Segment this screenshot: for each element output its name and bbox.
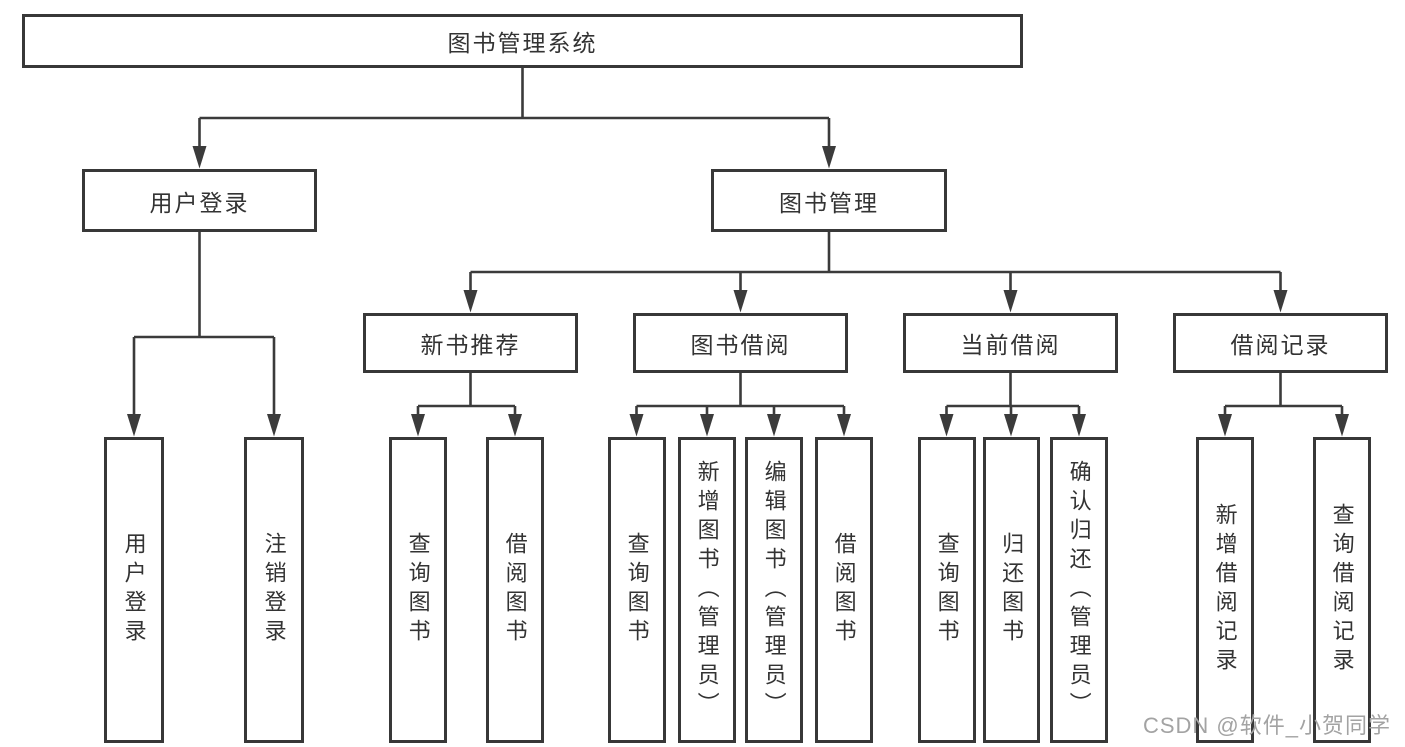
leaf-edit-book-admin: 编辑图书（管理员）	[745, 437, 803, 743]
node-label: 用户登录	[149, 189, 250, 216]
leaf-add-borrow-record: 新增借阅记录	[1196, 437, 1254, 743]
connector-current-borrow-branch	[939, 373, 1086, 437]
leaf-label: 新增图书（管理员）	[694, 459, 720, 721]
node-book-borrow: 图书借阅	[633, 313, 848, 373]
leaf-label: 借阅图书	[502, 532, 528, 648]
leaf-label: 编辑图书（管理员）	[761, 459, 787, 721]
node-label: 当前借阅	[960, 332, 1061, 358]
node-label: 图书借阅	[690, 332, 791, 358]
leaf-label: 确认归还（管理员）	[1066, 459, 1092, 721]
node-label: 借阅记录	[1230, 332, 1331, 358]
node-new-book-recommend: 新书推荐	[363, 313, 578, 373]
leaf-query-book-recommend: 查询图书	[389, 437, 447, 743]
node-current-borrow: 当前借阅	[903, 313, 1118, 373]
leaf-label: 查询图书	[405, 532, 431, 648]
leaf-query-borrow-record: 查询借阅记录	[1313, 437, 1371, 743]
leaf-label: 用户登录	[121, 532, 147, 648]
connector-user-login-branch	[127, 232, 281, 437]
leaf-borrow-book: 借阅图书	[815, 437, 873, 743]
node-user-login: 用户登录	[82, 169, 317, 232]
leaf-label: 查询借阅记录	[1329, 503, 1355, 677]
node-label: 图书管理	[779, 189, 879, 216]
leaf-user-login: 用户登录	[104, 437, 164, 743]
leaf-add-book-admin: 新增图书（管理员）	[678, 437, 736, 743]
leaf-logout: 注销登录	[244, 437, 304, 743]
leaf-return-book: 归还图书	[983, 437, 1040, 743]
leaf-label: 注销登录	[261, 532, 287, 648]
connector-new-book-branch	[411, 373, 522, 437]
watermark-text: CSDN @软件_小贺同学	[1142, 713, 1391, 738]
leaf-confirm-return-admin: 确认归还（管理员）	[1050, 437, 1108, 743]
node-label: 图书管理系统	[447, 30, 598, 56]
connector-book-management-branch	[463, 232, 1288, 313]
leaf-query-book-current: 查询图书	[918, 437, 976, 743]
node-root: 图书管理系统	[22, 14, 1023, 68]
leaf-label: 查询图书	[624, 532, 650, 648]
node-book-management: 图书管理	[711, 169, 947, 232]
leaf-query-book-borrow: 查询图书	[608, 437, 666, 743]
leaf-label: 归还图书	[999, 532, 1025, 648]
node-label: 新书推荐	[420, 332, 521, 358]
leaf-label: 查询图书	[934, 532, 960, 648]
connector-borrow-records-branch	[1218, 373, 1349, 437]
leaf-label: 借阅图书	[831, 532, 857, 648]
leaf-label: 新增借阅记录	[1212, 503, 1238, 677]
leaf-borrow-book-recommend: 借阅图书	[486, 437, 544, 743]
node-borrow-records: 借阅记录	[1173, 313, 1388, 373]
connector-root-to-level2	[192, 68, 836, 169]
connector-book-borrow-branch	[629, 373, 851, 437]
